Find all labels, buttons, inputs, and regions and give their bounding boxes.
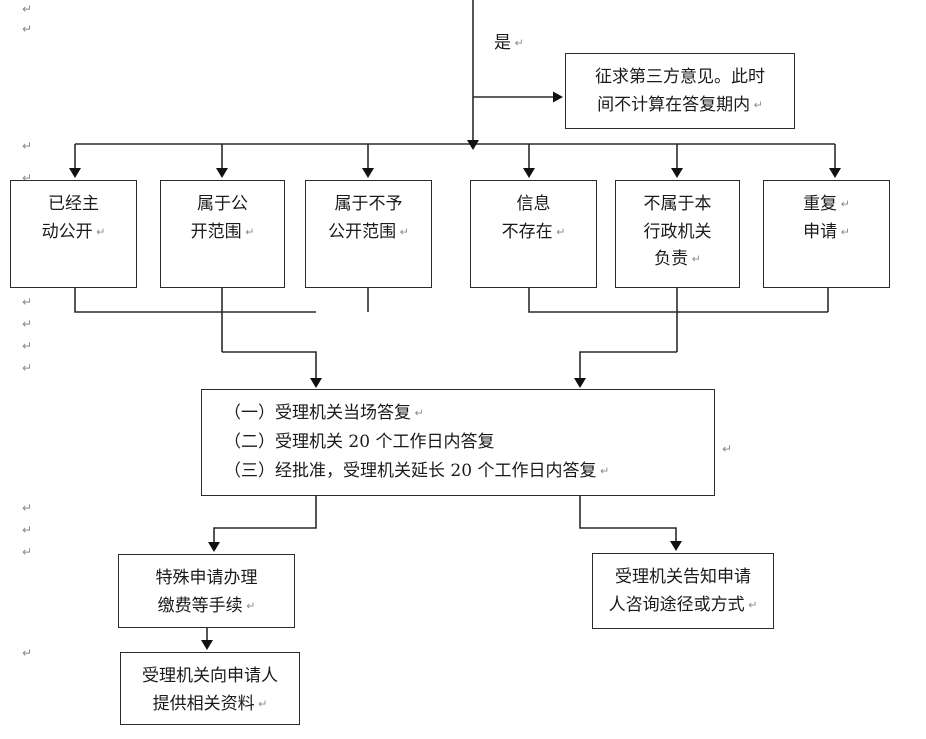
pilcrow-mark: ↵: [837, 197, 850, 211]
information-not-exist-box-line-2: 不存在 ↵: [501, 221, 566, 242]
not-this-agency-box: 不属于本行政机关负责 ↵: [615, 180, 740, 288]
margin-pilcrow-6: ↵: [22, 317, 33, 331]
arrow-to-branch2: [216, 168, 228, 178]
branch1-down-merge: [74, 288, 316, 313]
yes-branch-label: 是 ↵: [494, 33, 524, 53]
pilcrow-mark: ↵: [837, 225, 850, 239]
provide-materials-box: 受理机关向申请人提供相关资料 ↵: [120, 652, 300, 725]
information-not-exist-box-line-1: 信息: [516, 194, 551, 214]
not-this-agency-box-line-2: 行政机关: [643, 221, 712, 242]
pilcrow-mark: ↵: [511, 36, 524, 50]
margin-pilcrow-7: ↵: [22, 339, 33, 353]
information-not-exist-box: 信息不存在 ↵: [470, 180, 597, 288]
branch4-down-merge: [528, 288, 828, 313]
pilcrow-mark: ↵: [242, 599, 256, 613]
duplicate-application-box-line-2: 申请 ↵: [803, 221, 850, 242]
arrow-right-to-reply: [574, 378, 586, 388]
non-disclosure-scope-box: 属于不予公开范围 ↵: [305, 180, 432, 288]
arrow-left-to-reply: [310, 378, 322, 388]
pilcrow-mark: ↵: [92, 225, 106, 239]
duplicate-application-box: 重复 ↵ 申请 ↵: [763, 180, 890, 288]
margin-pilcrow-10: ↵: [22, 523, 33, 537]
reply-options-box-line-1: （一）受理机关当场答复 ↵: [224, 403, 424, 423]
provide-materials-box-line-2: 提供相关资料 ↵: [152, 693, 268, 714]
within-disclosure-scope-box-line-2: 开范围 ↵: [190, 221, 255, 242]
within-disclosure-scope-box-line-1: 属于公: [197, 194, 248, 214]
pilcrow-mark: ↵: [241, 225, 255, 239]
reply-to-inform: [579, 496, 677, 545]
already-disclosed-box-line-2: 动公开 ↵: [41, 221, 106, 242]
third-party-opinion-box: 征求第三方意见。此时间不计算在答复期内 ↵: [565, 53, 795, 129]
arrow-trunk-to-bar: [467, 140, 479, 150]
special-application-fee-box: 特殊申请办理缴费等手续 ↵: [118, 554, 295, 628]
arrow-to-branch6: [829, 168, 841, 178]
duplicate-application-box-line-1: 重复 ↵: [803, 194, 850, 214]
inform-consult-channel-box: 受理机关告知申请人咨询途径或方式 ↵: [592, 553, 774, 629]
connector-lines: [74, 0, 836, 644]
pilcrow-mark: ↵: [750, 98, 763, 112]
reply-options-box: （一）受理机关当场答复 ↵ （二）受理机关 20 个工作日内答复 （三）经批准，受理…: [201, 389, 715, 496]
right-merge-to-arrow: [579, 351, 677, 381]
reply-options-box-line-2: （二）受理机关 20 个工作日内答复: [224, 432, 495, 453]
arrowheads: [69, 91, 841, 650]
reply-options-box-line-3: （三）经批准，受理机关延长 20 个工作日内答复 ↵: [224, 461, 610, 482]
arrow-to-third-party: [553, 91, 563, 103]
reply-to-special-fee: [213, 496, 317, 546]
margin-pilcrow-3: ↵: [22, 139, 33, 153]
special-application-fee-box-line-1: 特殊申请办理: [155, 568, 258, 588]
third-party-opinion-box-line-1: 征求第三方意见。此时: [595, 67, 765, 87]
inform-consult-channel-box-line-2: 人咨询途径或方式 ↵: [608, 594, 758, 615]
margin-pilcrow-2: ↵: [22, 22, 33, 36]
margin-pilcrow-9: ↵: [22, 501, 33, 515]
margin-pilcrow-11: ↵: [22, 545, 33, 559]
left-merge-to-arrow: [222, 351, 317, 381]
pilcrow-mark: ↵: [411, 406, 424, 420]
pilcrow-mark: ↵: [552, 225, 566, 239]
not-this-agency-box-line-3: 负责 ↵: [654, 249, 701, 270]
arrow-to-branch1: [69, 168, 81, 178]
margin-pilcrow-8: ↵: [22, 361, 33, 375]
third-party-opinion-box-line-2: 间不计算在答复期内 ↵: [597, 94, 763, 115]
margin-pilcrow-13: ↵: [722, 442, 733, 456]
inform-consult-channel-box-line-1: 受理机关告知申请: [615, 567, 751, 587]
arrow-to-materials: [201, 640, 213, 650]
not-this-agency-box-line-1: 不属于本: [643, 194, 712, 214]
non-disclosure-scope-box-line-1: 属于不予: [334, 194, 403, 214]
pilcrow-mark: ↵: [254, 697, 268, 711]
arrow-to-inform: [670, 541, 682, 551]
margin-pilcrow-12: ↵: [22, 646, 33, 660]
pilcrow-mark: ↵: [688, 252, 701, 266]
arrow-to-special-fee: [208, 542, 220, 552]
within-disclosure-scope-box: 属于公开范围 ↵: [160, 180, 285, 288]
already-disclosed-box: 已经主动公开 ↵: [10, 180, 137, 288]
arrow-to-branch5: [671, 168, 683, 178]
arrow-to-branch3: [362, 168, 374, 178]
special-application-fee-box-line-2: 缴费等手续 ↵: [157, 595, 256, 616]
margin-pilcrow-1: ↵: [22, 2, 33, 16]
margin-pilcrow-5: ↵: [22, 295, 33, 309]
non-disclosure-scope-box-line-2: 公开范围 ↵: [328, 221, 409, 242]
pilcrow-mark: ↵: [396, 225, 409, 239]
provide-materials-box-line-1: 受理机关向申请人: [142, 666, 278, 686]
margin-pilcrow-4: ↵: [22, 171, 33, 185]
pilcrow-mark: ↵: [596, 465, 610, 479]
already-disclosed-box-line-1: 已经主: [48, 194, 99, 214]
pilcrow-mark: ↵: [744, 598, 758, 612]
arrow-to-branch4: [523, 168, 535, 178]
